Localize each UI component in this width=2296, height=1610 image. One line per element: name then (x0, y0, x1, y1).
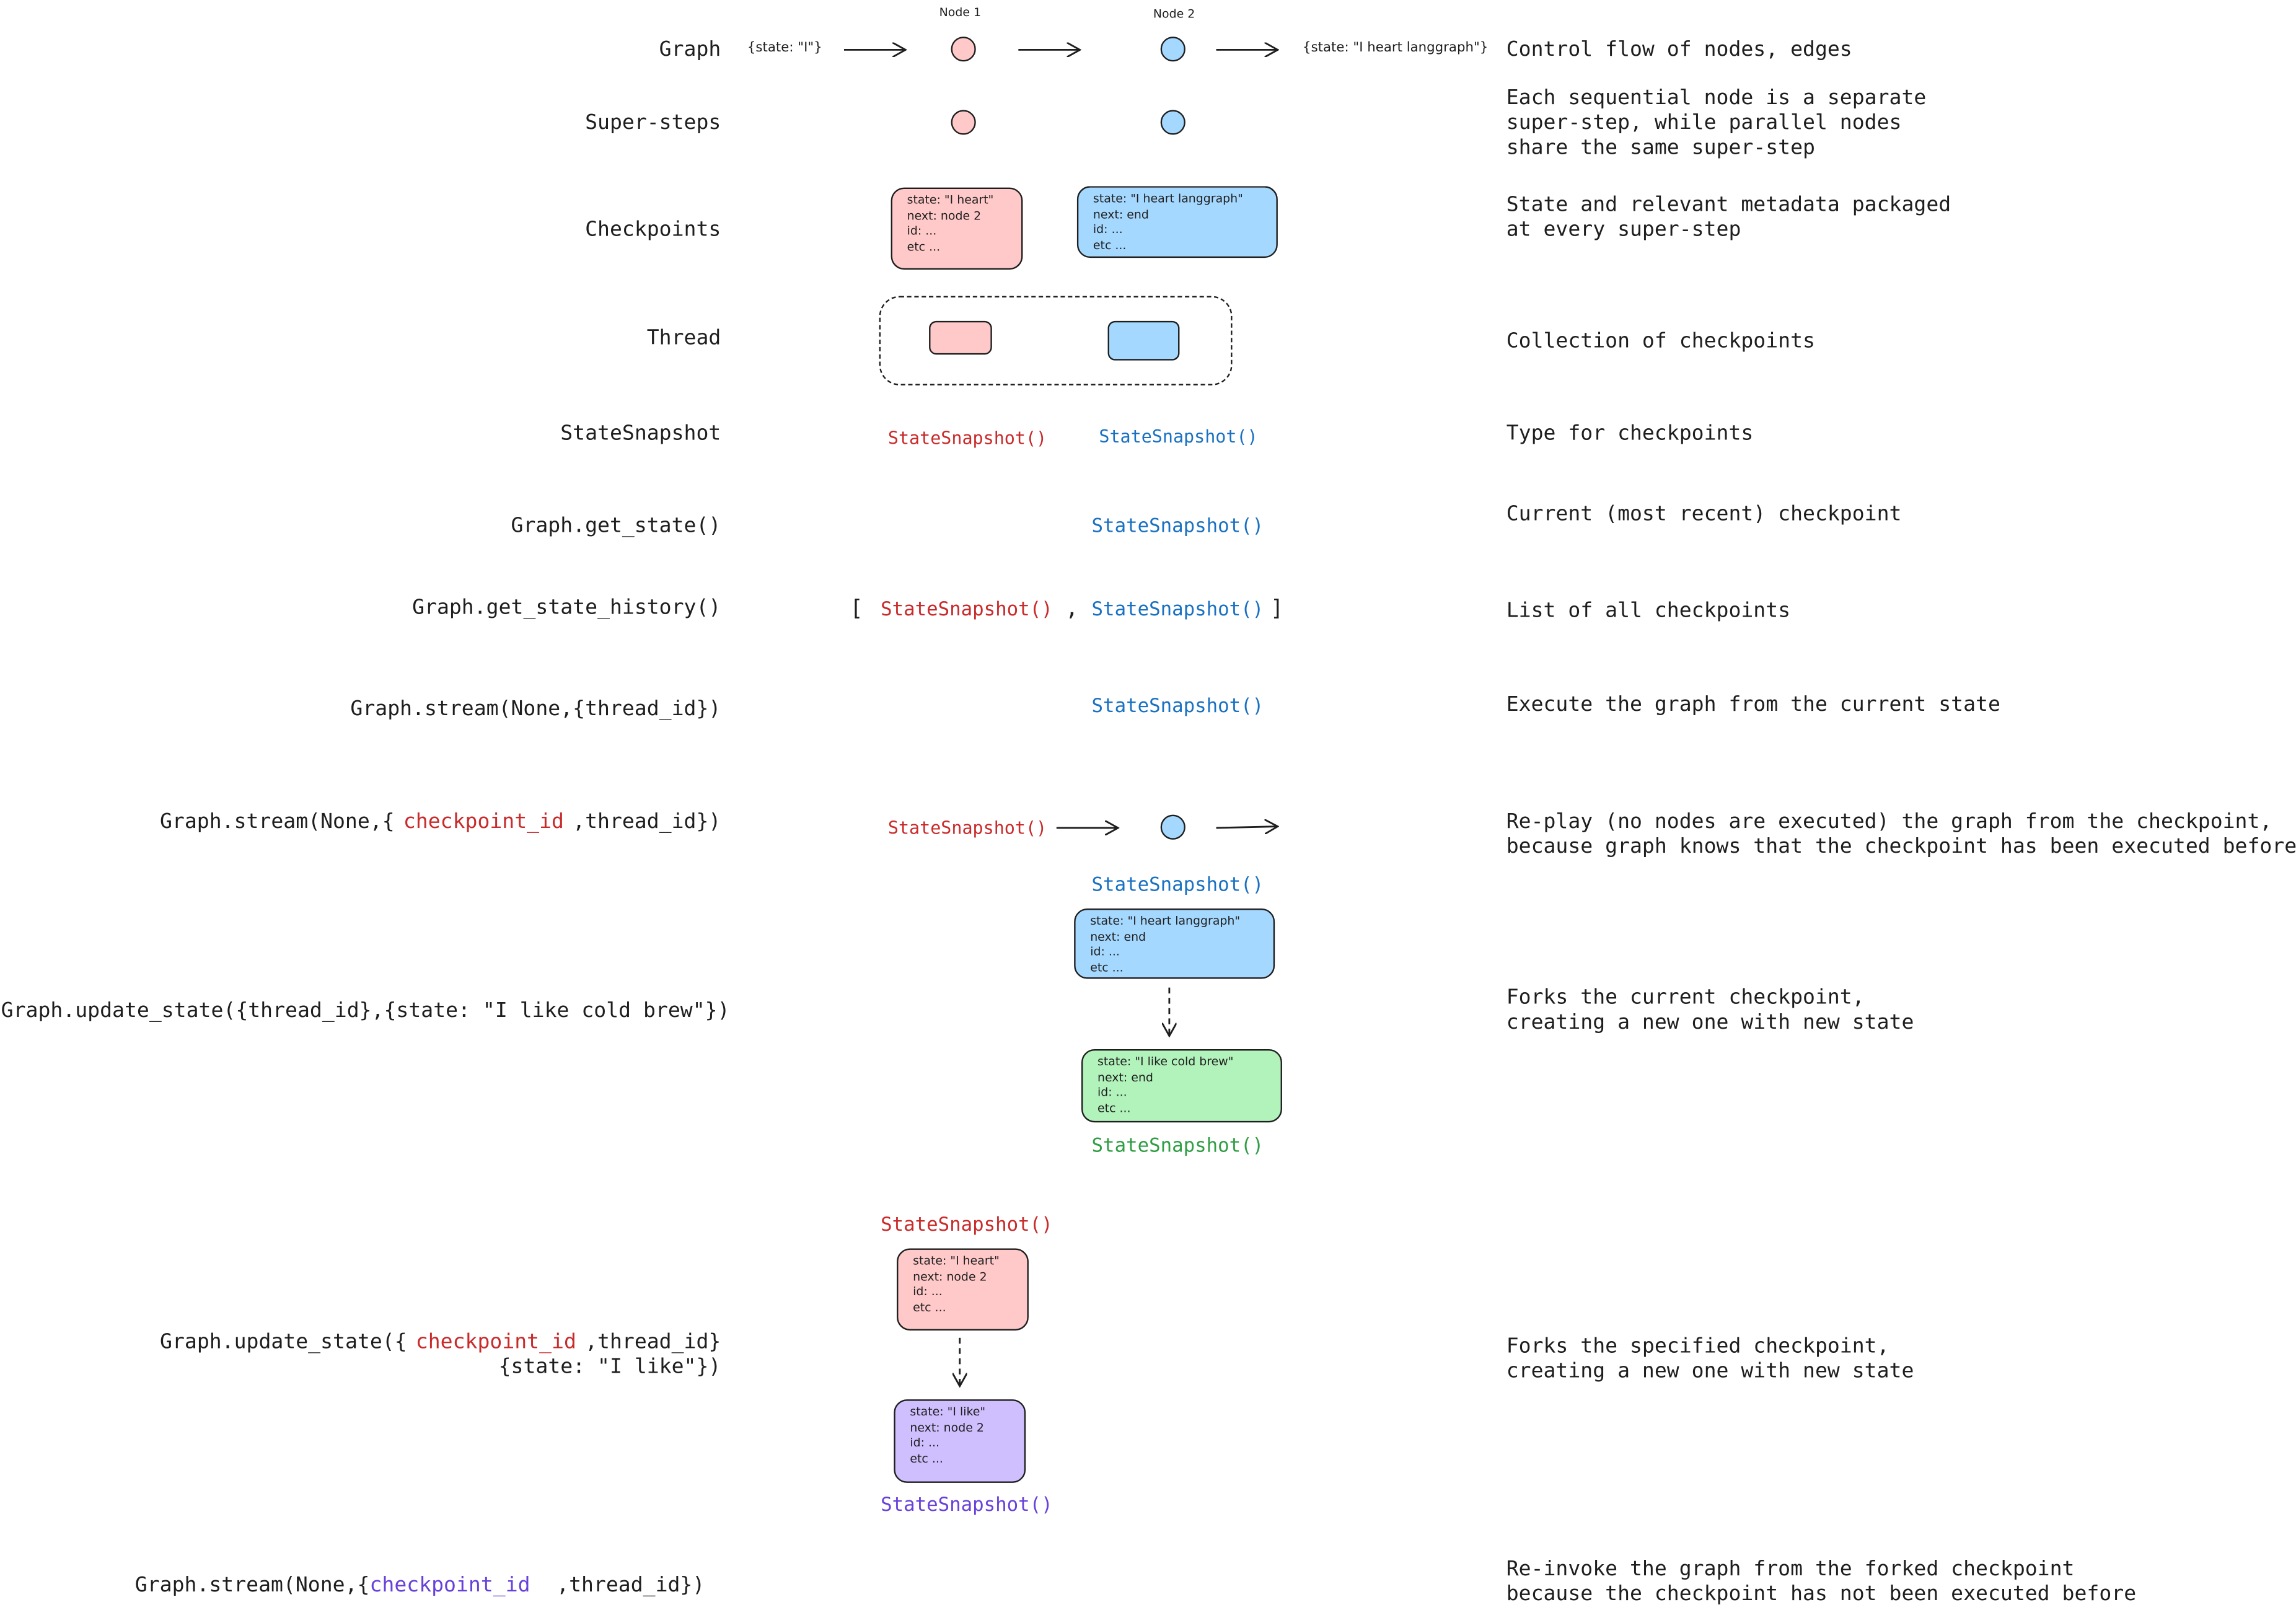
desc-stream-fork: Re-invoke the graph from the forked chec… (1506, 1557, 2137, 1606)
desc-statesnapshot: Type for checkpoints (1506, 421, 1754, 446)
stream-replay-checkpoint-id: checkpoint_id (403, 810, 564, 834)
history-open-bracket: [ (850, 594, 863, 622)
history-snapshot-blue: StateSnapshot() (1091, 599, 1264, 622)
row-label-stream-replay: Graph.stream(None,{ checkpoint_id ,thread_… (0, 811, 721, 835)
thread-checkpoint-1 (929, 320, 992, 355)
row-label-get-state: Graph.get_state() (511, 514, 721, 538)
history-snapshot-red: StateSnapshot() (881, 599, 1053, 622)
node2-label: Node 2 (1153, 7, 1195, 21)
update-specified-card-bottom: state: "I like" next: node 2 id: ... etc… (894, 1399, 1026, 1483)
update-specified-snapshot-bottom: StateSnapshot() (881, 1494, 1053, 1517)
row-label-update-specified-line2: {state: "I like"}) (498, 1355, 721, 1379)
node1-circle (951, 37, 976, 62)
output-state-text: {state: "I heart langgraph"} (1303, 41, 1489, 56)
history-comma: , (1065, 594, 1079, 622)
desc-update-current: Forks the current checkpoint, creating a… (1506, 986, 1914, 1035)
checkpoint-card-2: state: "I heart langgraph" next: end id:… (1076, 186, 1278, 258)
stream-replay-suffix: ,thread_id}) (573, 810, 721, 834)
row-label-get-state-history: Graph.get_state_history() (412, 596, 721, 620)
arrow-replay-node2-out (1216, 827, 1278, 828)
stream-fork-prefix: Graph.stream(None,{ (134, 1573, 370, 1598)
get-state-snapshot: StateSnapshot() (1091, 516, 1264, 538)
superstep-node2-circle (1160, 110, 1185, 135)
desc-graph: Control flow of nodes, edges (1506, 38, 1852, 62)
desc-stream-replay: Re-play (no nodes are executed) the grap… (1506, 810, 2296, 859)
row-label-checkpoints: Checkpoints (585, 218, 721, 242)
update-current-snapshot-top: StateSnapshot() (1091, 874, 1264, 897)
update-specified-card-top: state: "I heart" next: node 2 id: ... et… (897, 1248, 1029, 1331)
update-current-card-bottom: state: "I like cold brew" next: end id: … (1081, 1049, 1282, 1123)
update-current-card-top: state: "I heart langgraph" next: end id:… (1074, 908, 1275, 979)
update-specified-checkpoint-id: checkpoint_id (415, 1330, 576, 1354)
row-label-stream-thread: Graph.stream(None,{thread_id}) (350, 697, 721, 721)
desc-checkpoints: State and relevant metadata packaged at … (1506, 193, 1951, 242)
row-label-update-specified: Graph.update_state({ checkpoint_id ,thread… (0, 1331, 721, 1355)
stream-thread-snapshot: StateSnapshot() (1091, 696, 1264, 718)
superstep-node1-circle (951, 110, 976, 135)
checkpoint-card-1: state: "I heart" next: node 2 id: ... et… (891, 187, 1023, 270)
desc-stream-thread: Execute the graph from the current state (1506, 693, 2000, 717)
update-specified-prefix: Graph.update_state({ (160, 1330, 407, 1354)
row-label-stream-fork: Graph.stream(None,{checkpoint_id ,thread_… (0, 1573, 705, 1598)
statesnapshot-red: StateSnapshot() (887, 428, 1047, 449)
desc-supersteps: Each sequential node is a separate super… (1506, 86, 1927, 160)
update-specified-snapshot-top: StateSnapshot() (881, 1215, 1053, 1237)
desc-thread: Collection of checkpoints (1506, 330, 1815, 353)
node2-circle (1160, 37, 1185, 62)
thread-checkpoint-2 (1107, 320, 1180, 361)
stream-replay-prefix: Graph.stream(None,{ (159, 810, 395, 834)
update-current-snapshot-bottom: StateSnapshot() (1091, 1135, 1264, 1158)
desc-get-state-history: List of all checkpoints (1506, 599, 1791, 623)
statesnapshot-blue: StateSnapshot() (1099, 426, 1258, 447)
stream-fork-checkpoint-id: checkpoint_id (369, 1573, 530, 1598)
input-state-text: {state: "I"} (747, 41, 822, 56)
row-label-update-current: Graph.update_state({thread_id},{state: "… (1, 999, 730, 1023)
row-label-thread: Thread (646, 327, 721, 351)
node1-label: Node 1 (939, 6, 982, 19)
stream-fork-suffix: ,thread_id}) (556, 1573, 705, 1598)
thread-container (879, 296, 1233, 385)
row-label-supersteps: Super-steps (585, 111, 721, 135)
stream-replay-snapshot: StateSnapshot() (887, 817, 1047, 838)
history-close-bracket: ] (1270, 594, 1284, 622)
row-label-statesnapshot: StateSnapshot (560, 421, 721, 446)
stream-replay-node2-circle (1160, 814, 1185, 840)
desc-get-state: Current (most recent) checkpoint (1506, 503, 1902, 526)
desc-update-specified: Forks the specified checkpoint, creating… (1506, 1335, 1914, 1384)
row-label-graph: Graph (659, 38, 721, 62)
update-specified-suffix: ,thread_id} (585, 1330, 721, 1354)
